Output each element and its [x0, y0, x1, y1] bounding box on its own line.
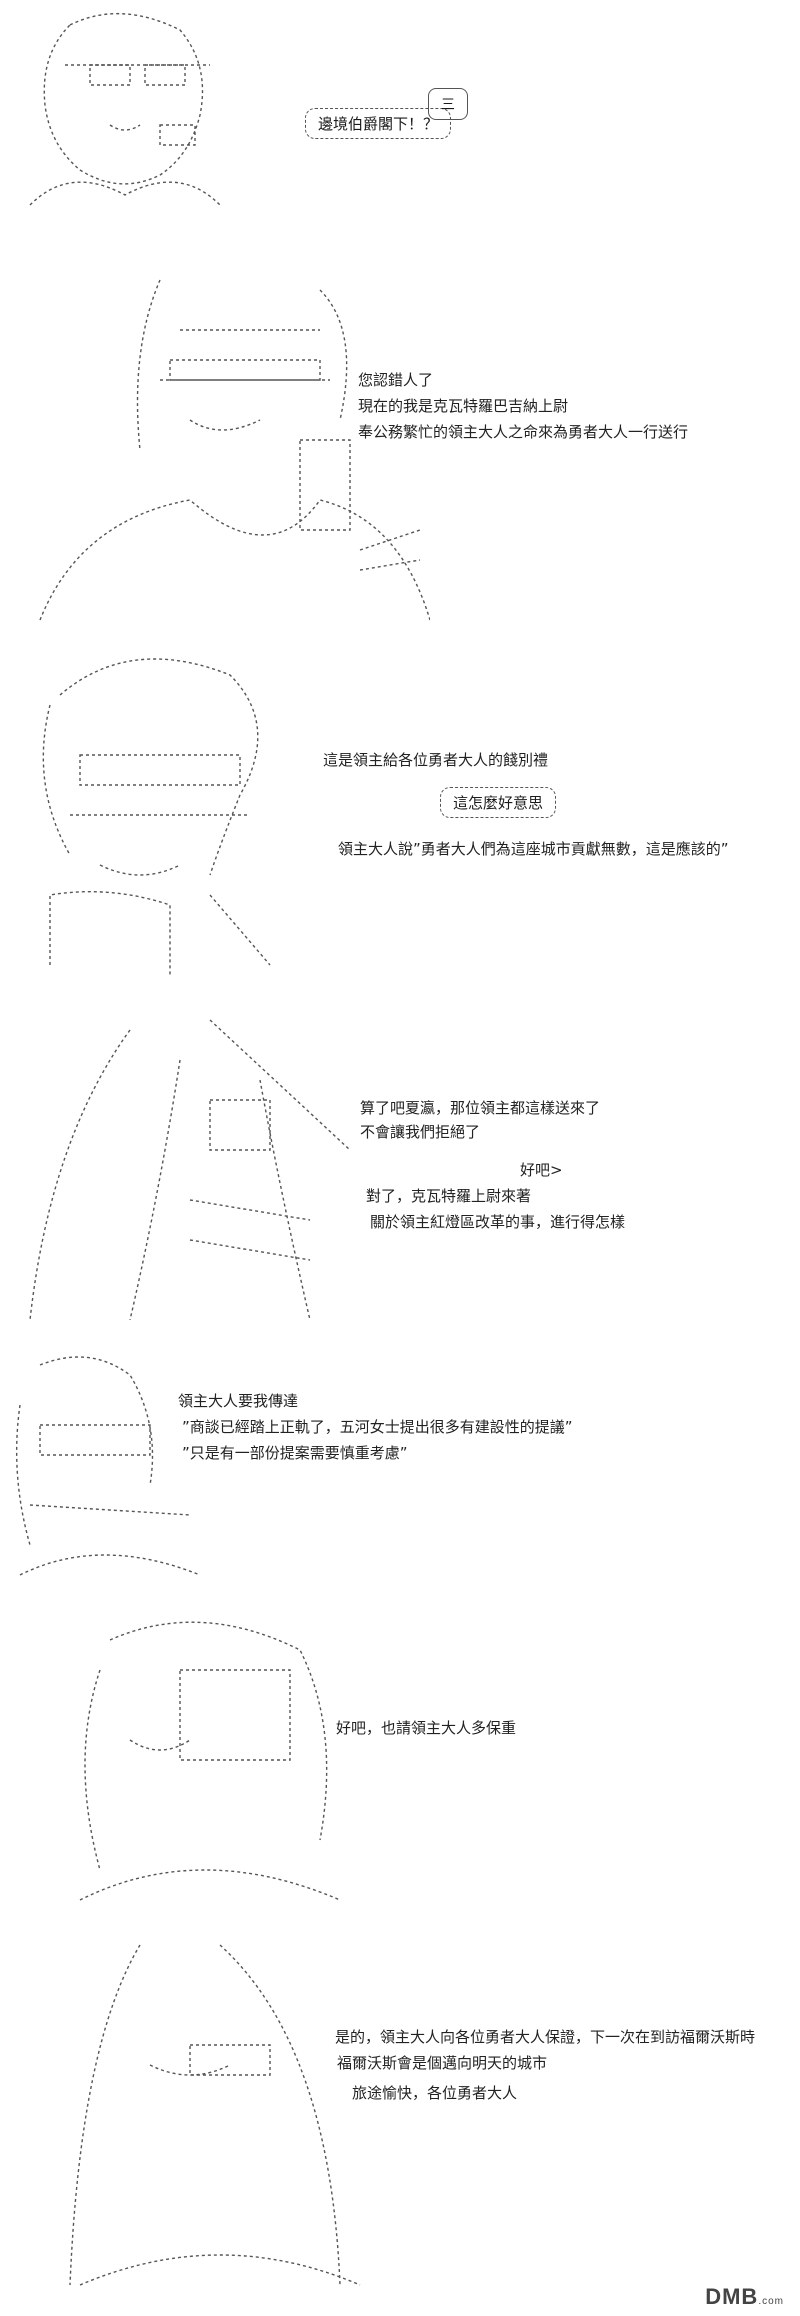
dialogue-line: 算了吧夏瀛，那位領主都這樣送來了	[360, 1099, 601, 1117]
character-art-2	[39, 279, 430, 621]
aside-line: 旅途愉快，各位勇者大人	[352, 2084, 518, 2102]
dialogue-line: 領主大人要我傳達	[178, 1392, 299, 1410]
dialogue-line: 現在的我是克瓦特羅巴吉納上尉	[358, 397, 569, 415]
panel-5: 領主大人要我傳達 ”商談已經踏上正軌了，五河女士提出很多有建設性的提議” ”只是…	[0, 1345, 800, 1590]
speech-bubble-1: 邊境伯爵閣下！？	[305, 108, 452, 139]
dialogue-line: 福爾沃斯會是個邁向明天的城市	[337, 2054, 548, 2072]
character-art-1	[29, 12, 221, 206]
sound-tag: 三	[428, 88, 468, 120]
watermark-logo: DMB.com	[705, 2284, 784, 2309]
dialogue-line: 不會讓我們拒絕了	[360, 1123, 481, 1141]
character-art-6	[79, 1621, 341, 1901]
panel-1: 邊境伯爵閣下！？ 三	[0, 0, 800, 230]
dialogue-line: ”只是有一部份提案需要慎重考慮”	[182, 1444, 408, 1462]
dialogue-line: 您認錯人了	[358, 371, 434, 389]
character-art-5	[15, 1356, 201, 1576]
aside-line: 好吧>	[520, 1161, 563, 1179]
character-art-7	[69, 1944, 361, 2286]
dialogue-line: 奉公務繁忙的領主大人之命來為勇者大人一行送行	[358, 423, 689, 441]
dialogue-line: ”商談已經踏上正軌了，五河女士提出很多有建設性的提議”	[182, 1418, 573, 1436]
character-art-4	[29, 1019, 351, 1321]
dialogue-line: 是的，領主大人向各位勇者大人保證，下一次在到訪福爾沃斯時	[335, 2028, 756, 2046]
dialogue-line: 這是領主給各位勇者大人的餞別禮	[323, 751, 549, 769]
dialogue-line: 好吧，也請領主大人多保重	[336, 1719, 517, 1737]
panel-4: 算了吧夏瀛，那位領主都這樣送來了 不會讓我們拒絕了 好吧> 對了，克瓦特羅上尉來…	[0, 990, 800, 1335]
speech-bubble-3: 這怎麼好意思	[440, 787, 557, 818]
dialogue-line: 領主大人說”勇者大人們為這座城市貢獻無數，這是應該的”	[338, 840, 729, 858]
dialogue-line: 對了，克瓦特羅上尉來著	[366, 1187, 532, 1205]
dialogue-line: 關於領主紅燈區改革的事，進行得怎樣	[370, 1213, 626, 1231]
panel-2: 您認錯人了 現在的我是克瓦特羅巴吉納上尉 奉公務繁忙的領主大人之命來為勇者大人一…	[0, 270, 800, 640]
panel-6: 好吧，也請領主大人多保重	[0, 1610, 800, 1910]
character-art-3	[42, 658, 271, 975]
panel-3: 這是領主給各位勇者大人的餞別禮 這怎麼好意思 領主大人說”勇者大人們為這座城市貢…	[0, 645, 800, 985]
panel-7: 是的，領主大人向各位勇者大人保證，下一次在到訪福爾沃斯時 福爾沃斯會是個邁向明天…	[0, 1925, 800, 2316]
